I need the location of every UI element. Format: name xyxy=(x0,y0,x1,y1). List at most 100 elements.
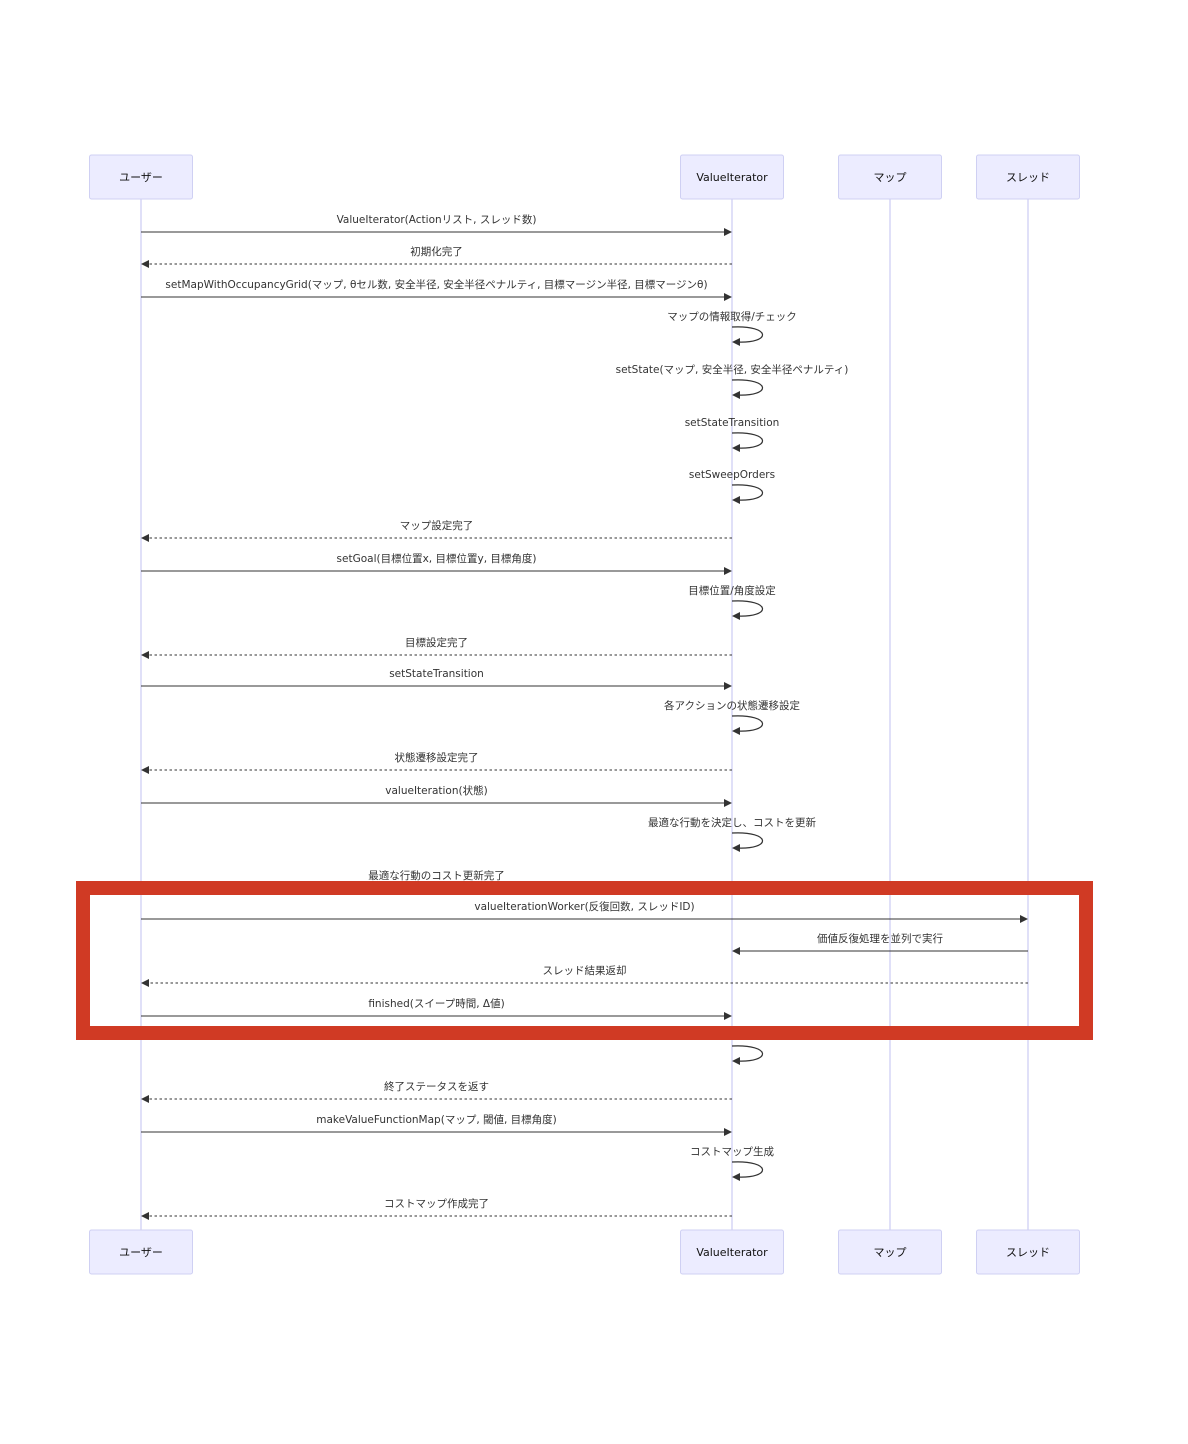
message-label: ValueIterator(Actionリスト, スレッド数) xyxy=(337,213,537,226)
participant-box xyxy=(680,154,784,200)
highlight-frame xyxy=(76,881,1093,1040)
arrow-head xyxy=(141,979,149,987)
self-message-loop xyxy=(731,1045,764,1062)
participant-label: ValueIterator xyxy=(696,171,768,184)
message-25: コストマップ生成 xyxy=(690,1145,774,1181)
message-4: マップの情報取得/チェック xyxy=(667,310,797,346)
message-label: 目標位置/角度設定 xyxy=(688,584,776,597)
message-1: ValueIterator(Actionリスト, スレッド数) xyxy=(141,213,732,236)
participant-map-top: マップ xyxy=(838,154,942,200)
message-label: コストマップ生成 xyxy=(690,1145,774,1158)
arrow-head xyxy=(732,496,740,504)
participant-label: スレッド xyxy=(1006,1246,1050,1259)
message-label: 目標設定完了 xyxy=(405,636,468,649)
message-label: valueIteration(状態) xyxy=(385,784,487,797)
self-message-loop xyxy=(731,832,764,849)
message-label: 最適な行動を決定し、コストを更新 xyxy=(648,816,816,829)
self-message-loop xyxy=(731,432,764,449)
arrow-head xyxy=(141,534,149,542)
participant-box xyxy=(838,154,942,200)
message-label: 各アクションの状態遷移設定 xyxy=(664,699,800,712)
self-message-loop xyxy=(731,326,764,343)
message-12: setStateTransition xyxy=(141,668,732,690)
message-21: finished(スイープ時間, Δ値) xyxy=(141,997,732,1020)
message-label: setSweepOrders xyxy=(689,469,775,481)
arrow-head xyxy=(732,391,740,399)
arrow-head xyxy=(141,260,149,268)
self-message-loop xyxy=(731,484,764,501)
arrow-head xyxy=(1020,915,1028,923)
arrow-head xyxy=(732,947,740,955)
message-14: 状態遷移設定完了 xyxy=(141,751,732,774)
participants: ユーザーユーザーValueIteratorValueIteratorマップマップ… xyxy=(89,154,1080,1275)
participant-thread-top: スレッド xyxy=(976,154,1080,200)
message-16: 最適な行動を決定し、コストを更新 xyxy=(648,816,816,852)
arrow-head xyxy=(732,727,740,735)
message-22 xyxy=(731,1045,764,1065)
arrow-head xyxy=(141,1212,149,1220)
message-label: 初期化完了 xyxy=(410,245,463,258)
participant-label: マップ xyxy=(874,171,907,184)
arrow-head xyxy=(732,1173,740,1181)
participant-box xyxy=(680,1229,784,1275)
participant-user-top: ユーザー xyxy=(89,154,193,200)
participant-label: ユーザー xyxy=(119,1246,163,1259)
participant-vi-bottom: ValueIterator xyxy=(680,1229,784,1275)
self-message-loop xyxy=(731,600,764,617)
participant-box xyxy=(89,154,193,200)
self-message-loop xyxy=(731,715,764,732)
message-10: 目標位置/角度設定 xyxy=(688,584,776,620)
message-9: setGoal(目標位置x, 目標位置y, 目標角度) xyxy=(141,552,732,575)
arrow-head xyxy=(724,1128,732,1136)
arrow-head xyxy=(724,682,732,690)
participant-thread-bottom: スレッド xyxy=(976,1229,1080,1275)
message-3: setMapWithOccupancyGrid(マップ, θセル数, 安全半径,… xyxy=(141,278,732,301)
message-label: finished(スイープ時間, Δ値) xyxy=(368,997,504,1010)
message-2: 初期化完了 xyxy=(141,245,732,268)
message-label: setStateTransition xyxy=(685,417,780,429)
self-message-loop xyxy=(731,1161,764,1178)
arrow-head xyxy=(732,844,740,852)
message-7: setSweepOrders xyxy=(689,469,775,504)
arrow-head xyxy=(724,1012,732,1020)
participant-vi-top: ValueIterator xyxy=(680,154,784,200)
message-label: コストマップ作成完了 xyxy=(384,1197,489,1210)
messages: ValueIterator(Actionリスト, スレッド数) 初期化完了 setM… xyxy=(141,213,1028,1220)
message-24: makeValueFunctionMap(マップ, 閾値, 目標角度) xyxy=(141,1113,732,1136)
message-label: 終了ステータスを返す xyxy=(384,1080,489,1093)
message-label: マップの情報取得/チェック xyxy=(667,310,797,323)
message-label: 状態遷移設定完了 xyxy=(395,751,479,764)
message-18: valueIterationWorker(反復回数, スレッドID) xyxy=(141,900,1028,923)
message-23: 終了ステータスを返す xyxy=(141,1080,732,1103)
message-19: 価値反復処理を並列で実行 xyxy=(732,932,1028,955)
participant-label: マップ xyxy=(874,1246,907,1259)
lifelines xyxy=(140,199,1029,1230)
arrow-head xyxy=(141,1095,149,1103)
message-label: makeValueFunctionMap(マップ, 閾値, 目標角度) xyxy=(316,1113,557,1126)
message-label: setState(マップ, 安全半径, 安全半径ペナルティ) xyxy=(616,363,849,376)
message-13: 各アクションの状態遷移設定 xyxy=(664,699,800,735)
arrow-head xyxy=(724,293,732,301)
participant-label: スレッド xyxy=(1006,171,1050,184)
arrow-head xyxy=(141,766,149,774)
message-26: コストマップ作成完了 xyxy=(141,1197,732,1220)
message-6: setStateTransition xyxy=(685,417,780,452)
arrow-head xyxy=(724,567,732,575)
message-label: 最適な行動のコスト更新完了 xyxy=(368,869,505,882)
participant-box xyxy=(838,1229,942,1275)
message-label: スレッド結果返却 xyxy=(543,964,627,977)
arrow-head xyxy=(732,1057,740,1065)
participant-box xyxy=(976,154,1080,200)
arrow-head xyxy=(141,651,149,659)
message-11: 目標設定完了 xyxy=(141,636,732,659)
arrow-head xyxy=(732,338,740,346)
participant-box xyxy=(89,1229,193,1275)
arrow-head xyxy=(724,799,732,807)
message-label: マップ設定完了 xyxy=(400,519,474,532)
arrow-head xyxy=(732,612,740,620)
message-label: setGoal(目標位置x, 目標位置y, 目標角度) xyxy=(337,552,537,565)
message-15: valueIteration(状態) xyxy=(141,784,732,807)
participant-label: ユーザー xyxy=(119,171,163,184)
message-label: 価値反復処理を並列で実行 xyxy=(817,932,943,945)
